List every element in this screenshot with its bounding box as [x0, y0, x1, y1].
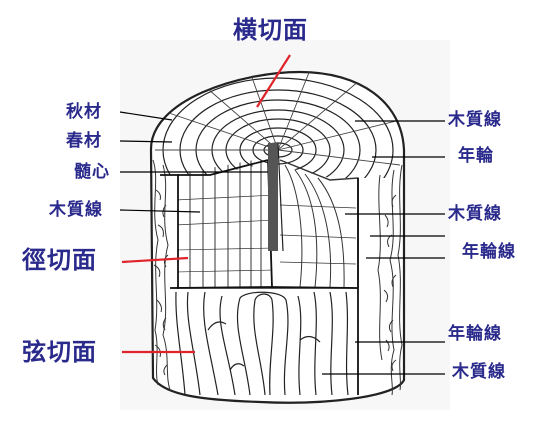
label-ring-r1: 年輪 — [458, 146, 494, 166]
label-ray-r3: 木質線 — [452, 362, 506, 382]
leader-lines — [119, 111, 445, 375]
tangential-section — [172, 287, 358, 395]
label-ringline-r1: 年輪線 — [462, 242, 516, 262]
leader-radial — [121, 256, 189, 264]
label-tangential: 弦切面 — [22, 338, 97, 366]
label-ringline-r2: 年輪線 — [448, 324, 502, 344]
label-ray-r2: 木質線 — [448, 204, 502, 224]
label-ray-left: 木質線 — [49, 200, 103, 220]
accent-leaders — [121, 54, 291, 354]
bark-right — [377, 164, 403, 396]
pith-edge — [277, 142, 284, 252]
label-ray-r1: 木質線 — [448, 110, 502, 130]
pith-core — [268, 143, 278, 251]
leader-transverse — [256, 54, 291, 108]
label-pith: 髄心 — [74, 162, 110, 182]
label-earlywood: 春材 — [66, 131, 102, 151]
radial-section — [178, 160, 272, 289]
label-transverse: 横切面 — [233, 16, 308, 44]
label-latewood: 秋材 — [66, 102, 102, 122]
leader-earlywood — [119, 140, 173, 143]
leader-latewood — [119, 111, 173, 121]
leader-ray-left — [119, 209, 201, 213]
label-radial: 徑切面 — [22, 246, 97, 274]
